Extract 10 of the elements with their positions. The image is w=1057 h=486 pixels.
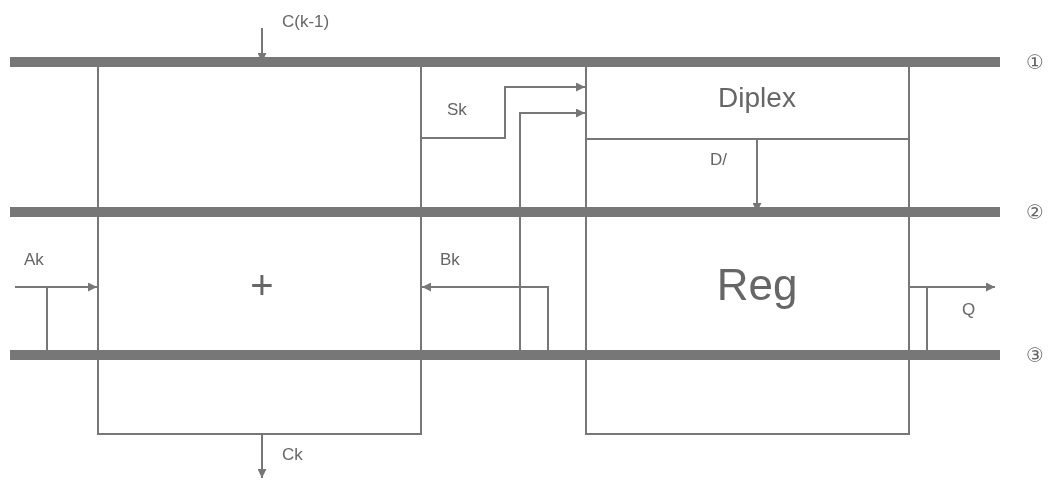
arrow: [421, 82, 586, 139]
block-label: +: [250, 265, 274, 305]
signal-label: Q: [960, 300, 978, 320]
block-label: Reg: [716, 263, 798, 307]
block-label: Diplex: [718, 84, 796, 112]
signal-label: C(k-1): [280, 12, 332, 32]
arrow: [519, 108, 586, 351]
arrow: [14, 282, 98, 351]
arrow: [421, 282, 549, 351]
arrow: [257, 434, 267, 479]
